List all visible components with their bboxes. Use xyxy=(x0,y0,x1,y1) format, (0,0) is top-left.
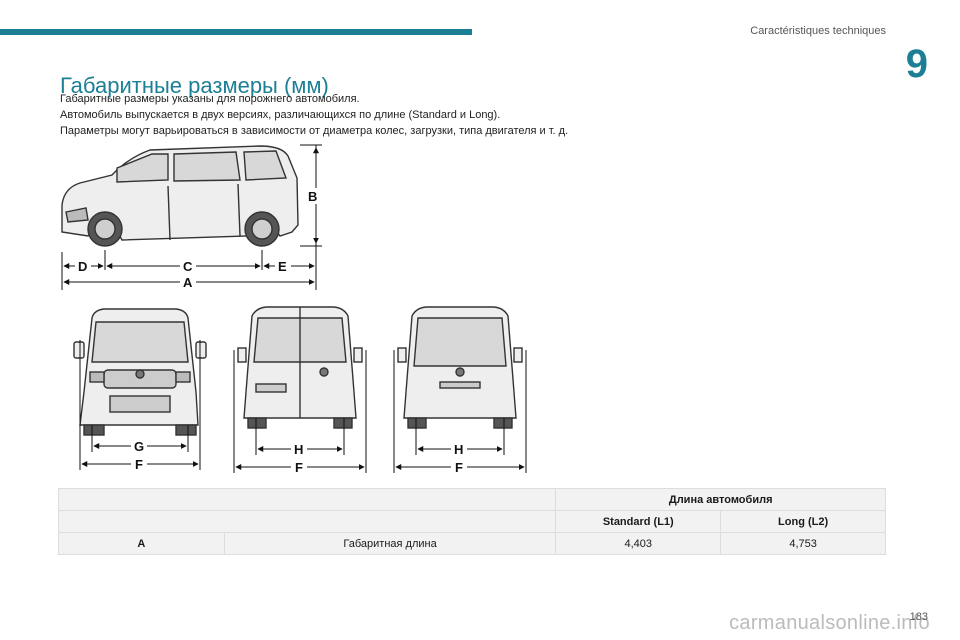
vehicle-side-view xyxy=(61,145,299,247)
label-B: B xyxy=(308,189,317,204)
label-D: D xyxy=(78,259,87,274)
vehicle-front-view xyxy=(73,308,207,436)
row-standard-value: 4,403 xyxy=(555,532,722,555)
table-header-row: Standard (L1) Long (L2) xyxy=(57,510,886,533)
label-H: H xyxy=(294,442,303,457)
label-E: E xyxy=(278,259,287,274)
watermark: carmanualsonline.info xyxy=(729,612,930,634)
column-header-standard: Standard (L1) xyxy=(555,510,722,533)
label-F: F xyxy=(295,460,303,475)
rear-view-2-dimension-lines xyxy=(393,350,527,473)
column-header-long: Long (L2) xyxy=(720,510,886,533)
row-label: Габаритная длина xyxy=(223,532,557,555)
table-group-header: Длина автомобиля xyxy=(555,488,886,511)
vehicle-rear-view-double-door xyxy=(237,306,363,429)
intro-line: Автомобиль выпускается в двух версиях, р… xyxy=(60,109,501,121)
row-code: A xyxy=(58,532,225,555)
label-H: H xyxy=(454,442,463,457)
row-long-value: 4,753 xyxy=(720,532,886,555)
vehicle-rear-view-tailgate xyxy=(397,306,523,429)
header-accent-bar xyxy=(0,29,472,35)
label-C: C xyxy=(183,259,193,274)
page-number: 183 xyxy=(909,611,928,623)
intro-text: Габаритные размеры указаны для порожнего… xyxy=(60,91,568,139)
table-header-row: Длина автомобиля xyxy=(57,488,886,511)
label-F: F xyxy=(455,460,463,475)
table-row: A Габаритная длина 4,403 4,753 xyxy=(58,532,886,555)
intro-line: Параметры могут варьироваться в зависимо… xyxy=(60,125,569,137)
vehicle-length-table: Длина автомобиля Standard (L1) Long (L2)… xyxy=(57,488,886,555)
page-title: Габаритные размеры (мм) xyxy=(60,72,329,98)
intro-line: Габаритные размеры указаны для порожнего… xyxy=(60,93,360,105)
section-title: Caractéristiques techniques xyxy=(750,25,886,37)
label-F: F xyxy=(135,457,143,472)
chapter-number: 9 xyxy=(905,42,928,86)
label-A: A xyxy=(183,275,193,290)
label-G: G xyxy=(134,439,144,454)
